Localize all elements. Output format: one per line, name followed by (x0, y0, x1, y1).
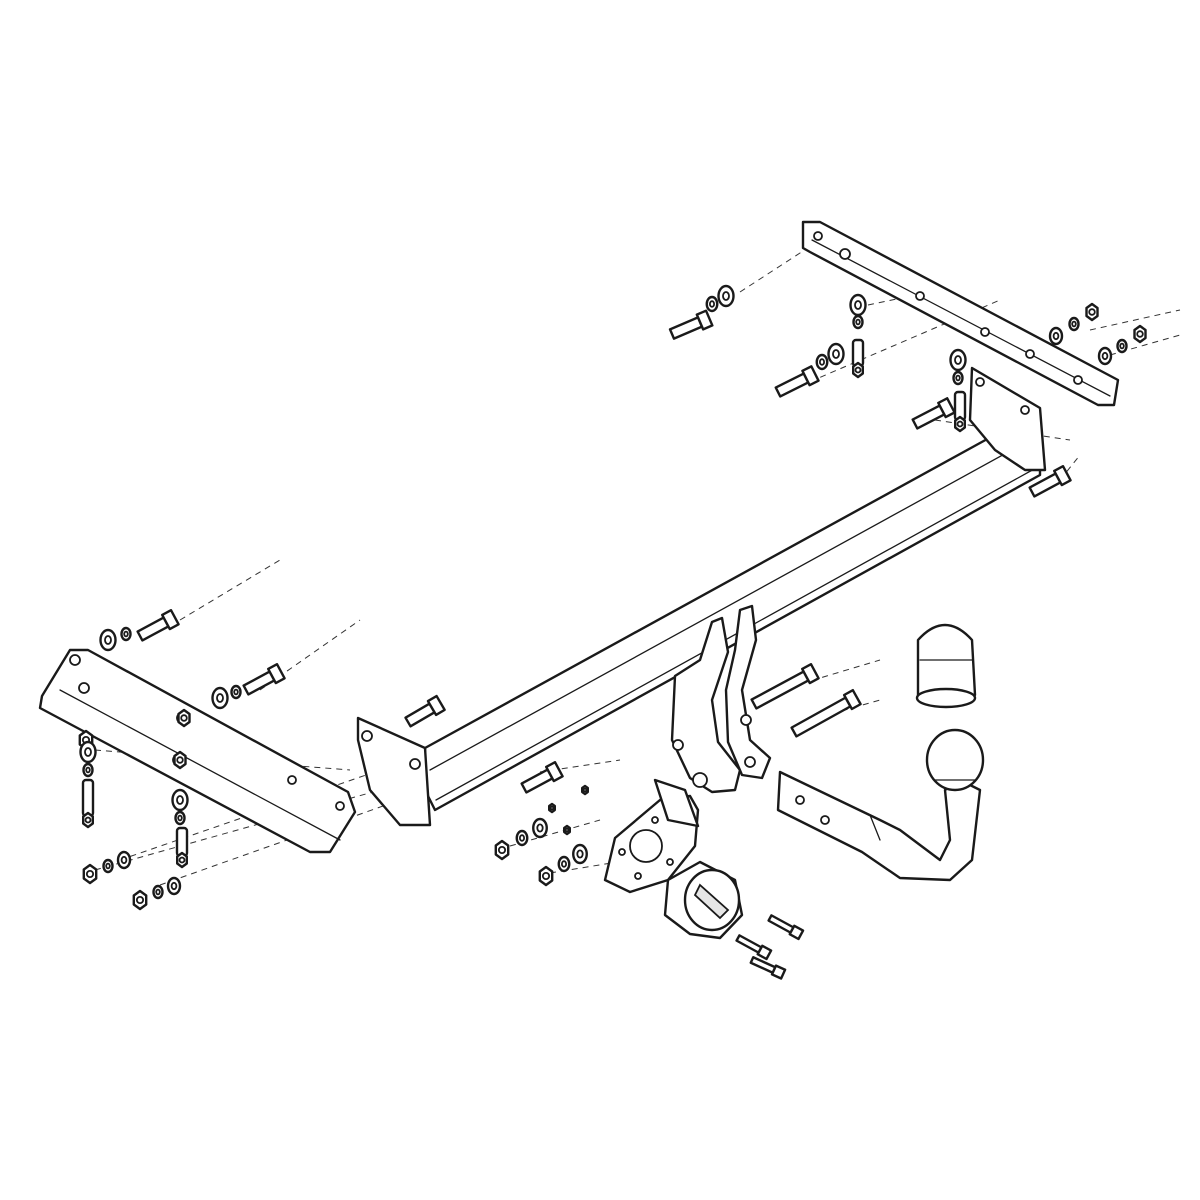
washer-hole (104, 635, 112, 645)
washer-hole (155, 888, 161, 896)
trailer-electrical-socket (663, 860, 744, 940)
washer-hole (177, 814, 183, 822)
bolt (668, 309, 714, 340)
tow-ball-neck (776, 728, 985, 882)
bolt-shank (520, 768, 554, 794)
washer-hole (709, 300, 716, 308)
bolt-head (801, 365, 820, 387)
washer-hole (576, 849, 584, 859)
washer-hole (1101, 351, 1109, 361)
bolt-shank (242, 670, 276, 696)
bolt (749, 956, 787, 980)
nut-hole (178, 856, 186, 864)
bolt-shank (668, 316, 704, 340)
nut-hole (541, 871, 551, 881)
washer-hole (854, 300, 862, 310)
washer-hole (120, 855, 128, 865)
bolt-shank (767, 914, 795, 934)
bolt-shank (749, 956, 777, 974)
washer-hole (216, 693, 224, 703)
fasteners (78, 284, 1147, 980)
bolt-head (1053, 465, 1072, 487)
nut-hole (84, 816, 92, 824)
nut-hole (135, 895, 145, 905)
bolt (774, 365, 820, 398)
bolt-shank (735, 934, 763, 954)
stud-bolt (81, 778, 95, 818)
bolt-head (161, 609, 180, 631)
bolt-head (695, 309, 714, 331)
washer-hole (832, 349, 840, 359)
nut-hole (1136, 330, 1144, 338)
bolt (136, 609, 180, 642)
stud-bolt (953, 390, 967, 422)
bolt-shank (774, 372, 810, 398)
bolt-head (842, 688, 862, 711)
bolt-head (756, 944, 773, 961)
bolt-shank (136, 616, 170, 642)
nut-hole (1088, 308, 1096, 316)
washer-hole (855, 318, 861, 326)
bolt-head (937, 397, 956, 419)
nut-hole (176, 756, 184, 764)
central-hanger-bracket (670, 604, 772, 794)
bolt-head (426, 694, 446, 717)
nut-hole (497, 845, 507, 855)
washer-hole (105, 862, 111, 870)
washer-hole (1071, 320, 1077, 328)
electrical-socket-plate (603, 778, 700, 894)
washer-hole (561, 860, 568, 868)
bolt-shank (750, 670, 810, 710)
bolt-head (267, 663, 286, 685)
washer-hole (1119, 342, 1125, 350)
washer-hole (954, 355, 962, 365)
bolt (242, 663, 286, 696)
right-mounting-bracket (801, 220, 1120, 407)
bolt (750, 663, 820, 710)
tow-ball-cover-cap (915, 623, 977, 709)
nut-hole (582, 787, 588, 793)
bolt (1028, 465, 1072, 498)
nut-hole (85, 869, 95, 879)
nut-hole (854, 366, 862, 374)
nut-hole (549, 805, 555, 811)
washer-hole (123, 630, 129, 638)
bolt (735, 934, 773, 961)
bolt (790, 688, 862, 738)
bolt-head (788, 924, 805, 941)
washer-hole (85, 766, 91, 774)
main-crossbar-beam (356, 366, 1047, 827)
bolt (911, 397, 956, 430)
washer-hole (955, 374, 961, 382)
washer-hole (84, 747, 92, 757)
stud-bolt (175, 826, 189, 858)
nut-hole (564, 827, 570, 833)
bolt-head (770, 964, 787, 980)
washer-hole (722, 291, 730, 301)
bolt (404, 694, 446, 728)
washer-hole (176, 795, 184, 805)
washer-hole (233, 688, 239, 696)
bolt-shank (911, 404, 946, 430)
washer-hole (519, 834, 526, 842)
nut-hole (956, 420, 964, 428)
washer-hole (1052, 331, 1060, 341)
bolt-head (545, 761, 564, 783)
bolt (767, 914, 805, 941)
nut-hole (180, 714, 188, 722)
bolt-shank (790, 696, 852, 738)
washer-hole (536, 823, 544, 833)
bolt-head (801, 663, 820, 685)
washer-hole (819, 358, 826, 366)
washer-hole (170, 881, 178, 891)
bolt (520, 761, 564, 794)
